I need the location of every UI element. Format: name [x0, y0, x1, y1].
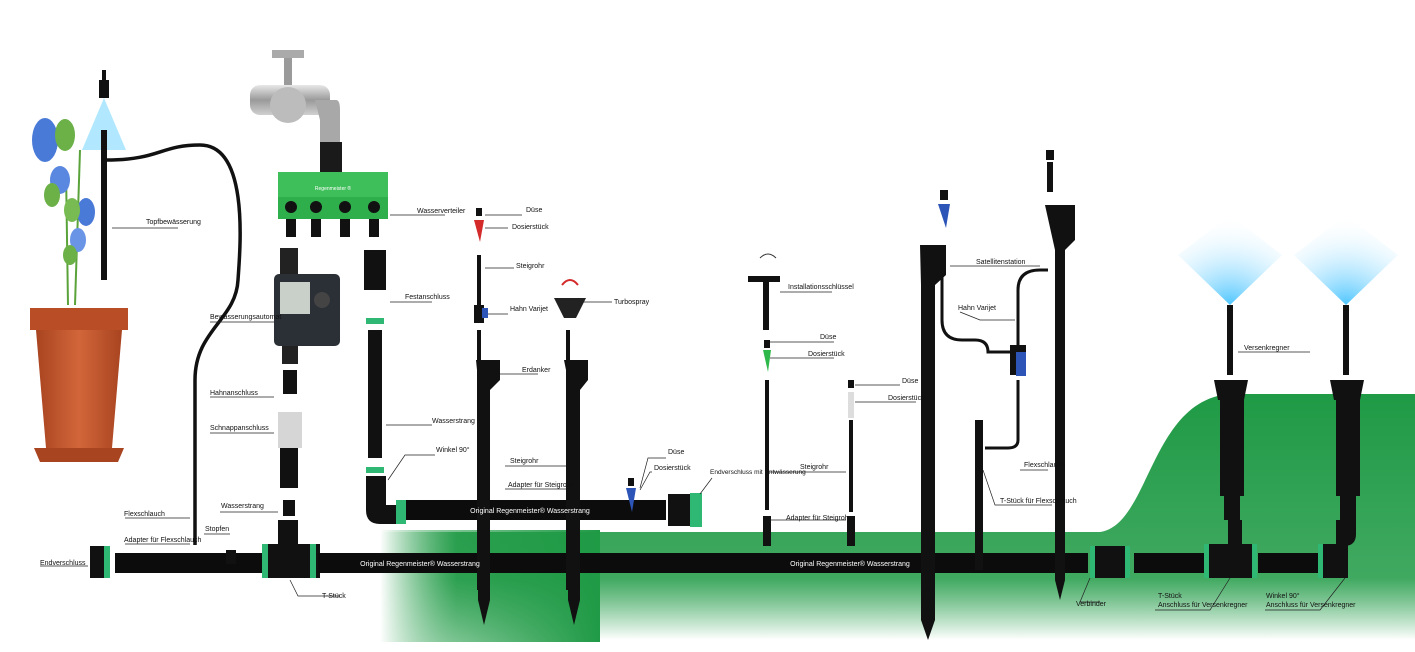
- label-steigrohr-1: Steigrohr: [516, 263, 545, 270]
- fixed-connector-column: [364, 250, 404, 524]
- distributor-brand-text: Regenmeister ®: [315, 185, 352, 192]
- label-versenkregner: Versenkregner: [1244, 345, 1290, 352]
- label-dosierstueck-4: Dosierstück: [888, 395, 925, 402]
- label-hahnanschluss: Hahnanschluss: [210, 390, 258, 397]
- label-wasserstrang-2: Wasserstrang: [221, 503, 264, 510]
- label-adapter-steigrohr-2: Adapter für Steigrohr: [786, 515, 852, 522]
- label-hahn-varijet-1: Hahn Varijet: [510, 306, 548, 313]
- label-winkel-versenk-1: Winkel 90°: [1266, 592, 1300, 600]
- label-turbospray: Turbospray: [614, 299, 650, 306]
- label-duese-2: Düse: [668, 449, 684, 456]
- label-satellitenstation: Satellitenstation: [976, 259, 1026, 266]
- label-t-stueck-1: T-Stück: [322, 593, 346, 600]
- label-duese-1: Düse: [526, 207, 542, 214]
- label-hahn-varijet-2: Hahn Varijet: [958, 305, 996, 312]
- riser-group-1: [474, 208, 588, 625]
- label-t-stueck-versenk-2: Anschluss für Versenkregner: [1158, 602, 1248, 609]
- label-topfbewaesserung: Topfbewässerung: [146, 219, 201, 226]
- potted-plant: [30, 118, 128, 462]
- label-steigrohr-3: Steigrohr: [800, 464, 829, 471]
- main-pipe-label-1: Original Regenmeister® Wasserstrang: [360, 560, 480, 568]
- label-wasserverteiler: Wasserverteiler: [417, 208, 466, 215]
- label-verbinder: Verbinder: [1076, 601, 1107, 608]
- label-dosierstueck-1: Dosierstück: [512, 224, 549, 231]
- label-adapter-steigrohr-1: Adapter für Steigrohr: [508, 482, 574, 489]
- water-tap: [250, 50, 342, 172]
- label-erdanker: Erdanker: [522, 367, 551, 374]
- popup-sprinkler-1: [1178, 215, 1282, 520]
- label-duese-4: Düse: [902, 378, 918, 385]
- label-t-stueck-flexschlauch: T-Stück für Flexschlauch: [1000, 498, 1077, 505]
- label-stopfen: Stopfen: [205, 526, 229, 533]
- label-endverschluss-entwaesserung: Endverschluss mit Entwässerung: [710, 469, 806, 476]
- label-winkel-versenk-2: Anschluss für Versenkregner: [1266, 602, 1356, 609]
- plug-fitting: [226, 550, 236, 564]
- label-dosierstueck-3: Dosierstück: [808, 351, 845, 358]
- satellite-station: [920, 150, 1075, 640]
- upper-pipe-nozzle: [626, 478, 636, 512]
- label-installationsschluessel: Installationsschlüssel: [788, 284, 854, 291]
- labels: Topfbewässerung Wasserverteiler Düse Dos…: [40, 207, 1356, 609]
- label-flexschlauch-1: Flexschlauch: [124, 511, 165, 518]
- main-pipe-label-2: Original Regenmeister® Wasserstrang: [790, 560, 910, 568]
- label-dosierstueck-2: Dosierstück: [654, 465, 691, 472]
- tap-connector-stack: [278, 370, 302, 526]
- riser-group-2: [748, 253, 855, 546]
- label-wasserstrang-1: Wasserstrang: [432, 418, 475, 425]
- label-t-stueck-versenk-1: T-Stück: [1158, 593, 1182, 600]
- upper-pipe-label: Original Regenmeister® Wasserstrang: [470, 507, 590, 515]
- label-adapter-flexschlauch: Adapter für Flexschlauch: [124, 537, 202, 544]
- label-flexschlauch-2: Flexschlauch: [1024, 462, 1065, 469]
- label-bewaesserungsautomat: Bewässerungsautomat: [210, 314, 281, 321]
- label-festanschluss: Festanschluss: [405, 294, 450, 301]
- water-distributor: Regenmeister ®: [278, 172, 388, 237]
- label-steigrohr-2: Steigrohr: [510, 458, 539, 465]
- label-winkel-90: Winkel 90°: [436, 446, 470, 454]
- leader-lines: [40, 214, 1346, 611]
- label-schnappanschluss: Schnappanschluss: [210, 425, 269, 432]
- pot-irrigation-dripper: [82, 70, 242, 545]
- main-pipe: [90, 520, 1356, 578]
- upper-pipe: [396, 493, 702, 527]
- irrigation-timer: [274, 248, 340, 364]
- label-duese-3: Düse: [820, 334, 836, 341]
- popup-sprinkler-2: [1294, 215, 1398, 520]
- label-endverschluss: Endverschluss: [40, 560, 86, 567]
